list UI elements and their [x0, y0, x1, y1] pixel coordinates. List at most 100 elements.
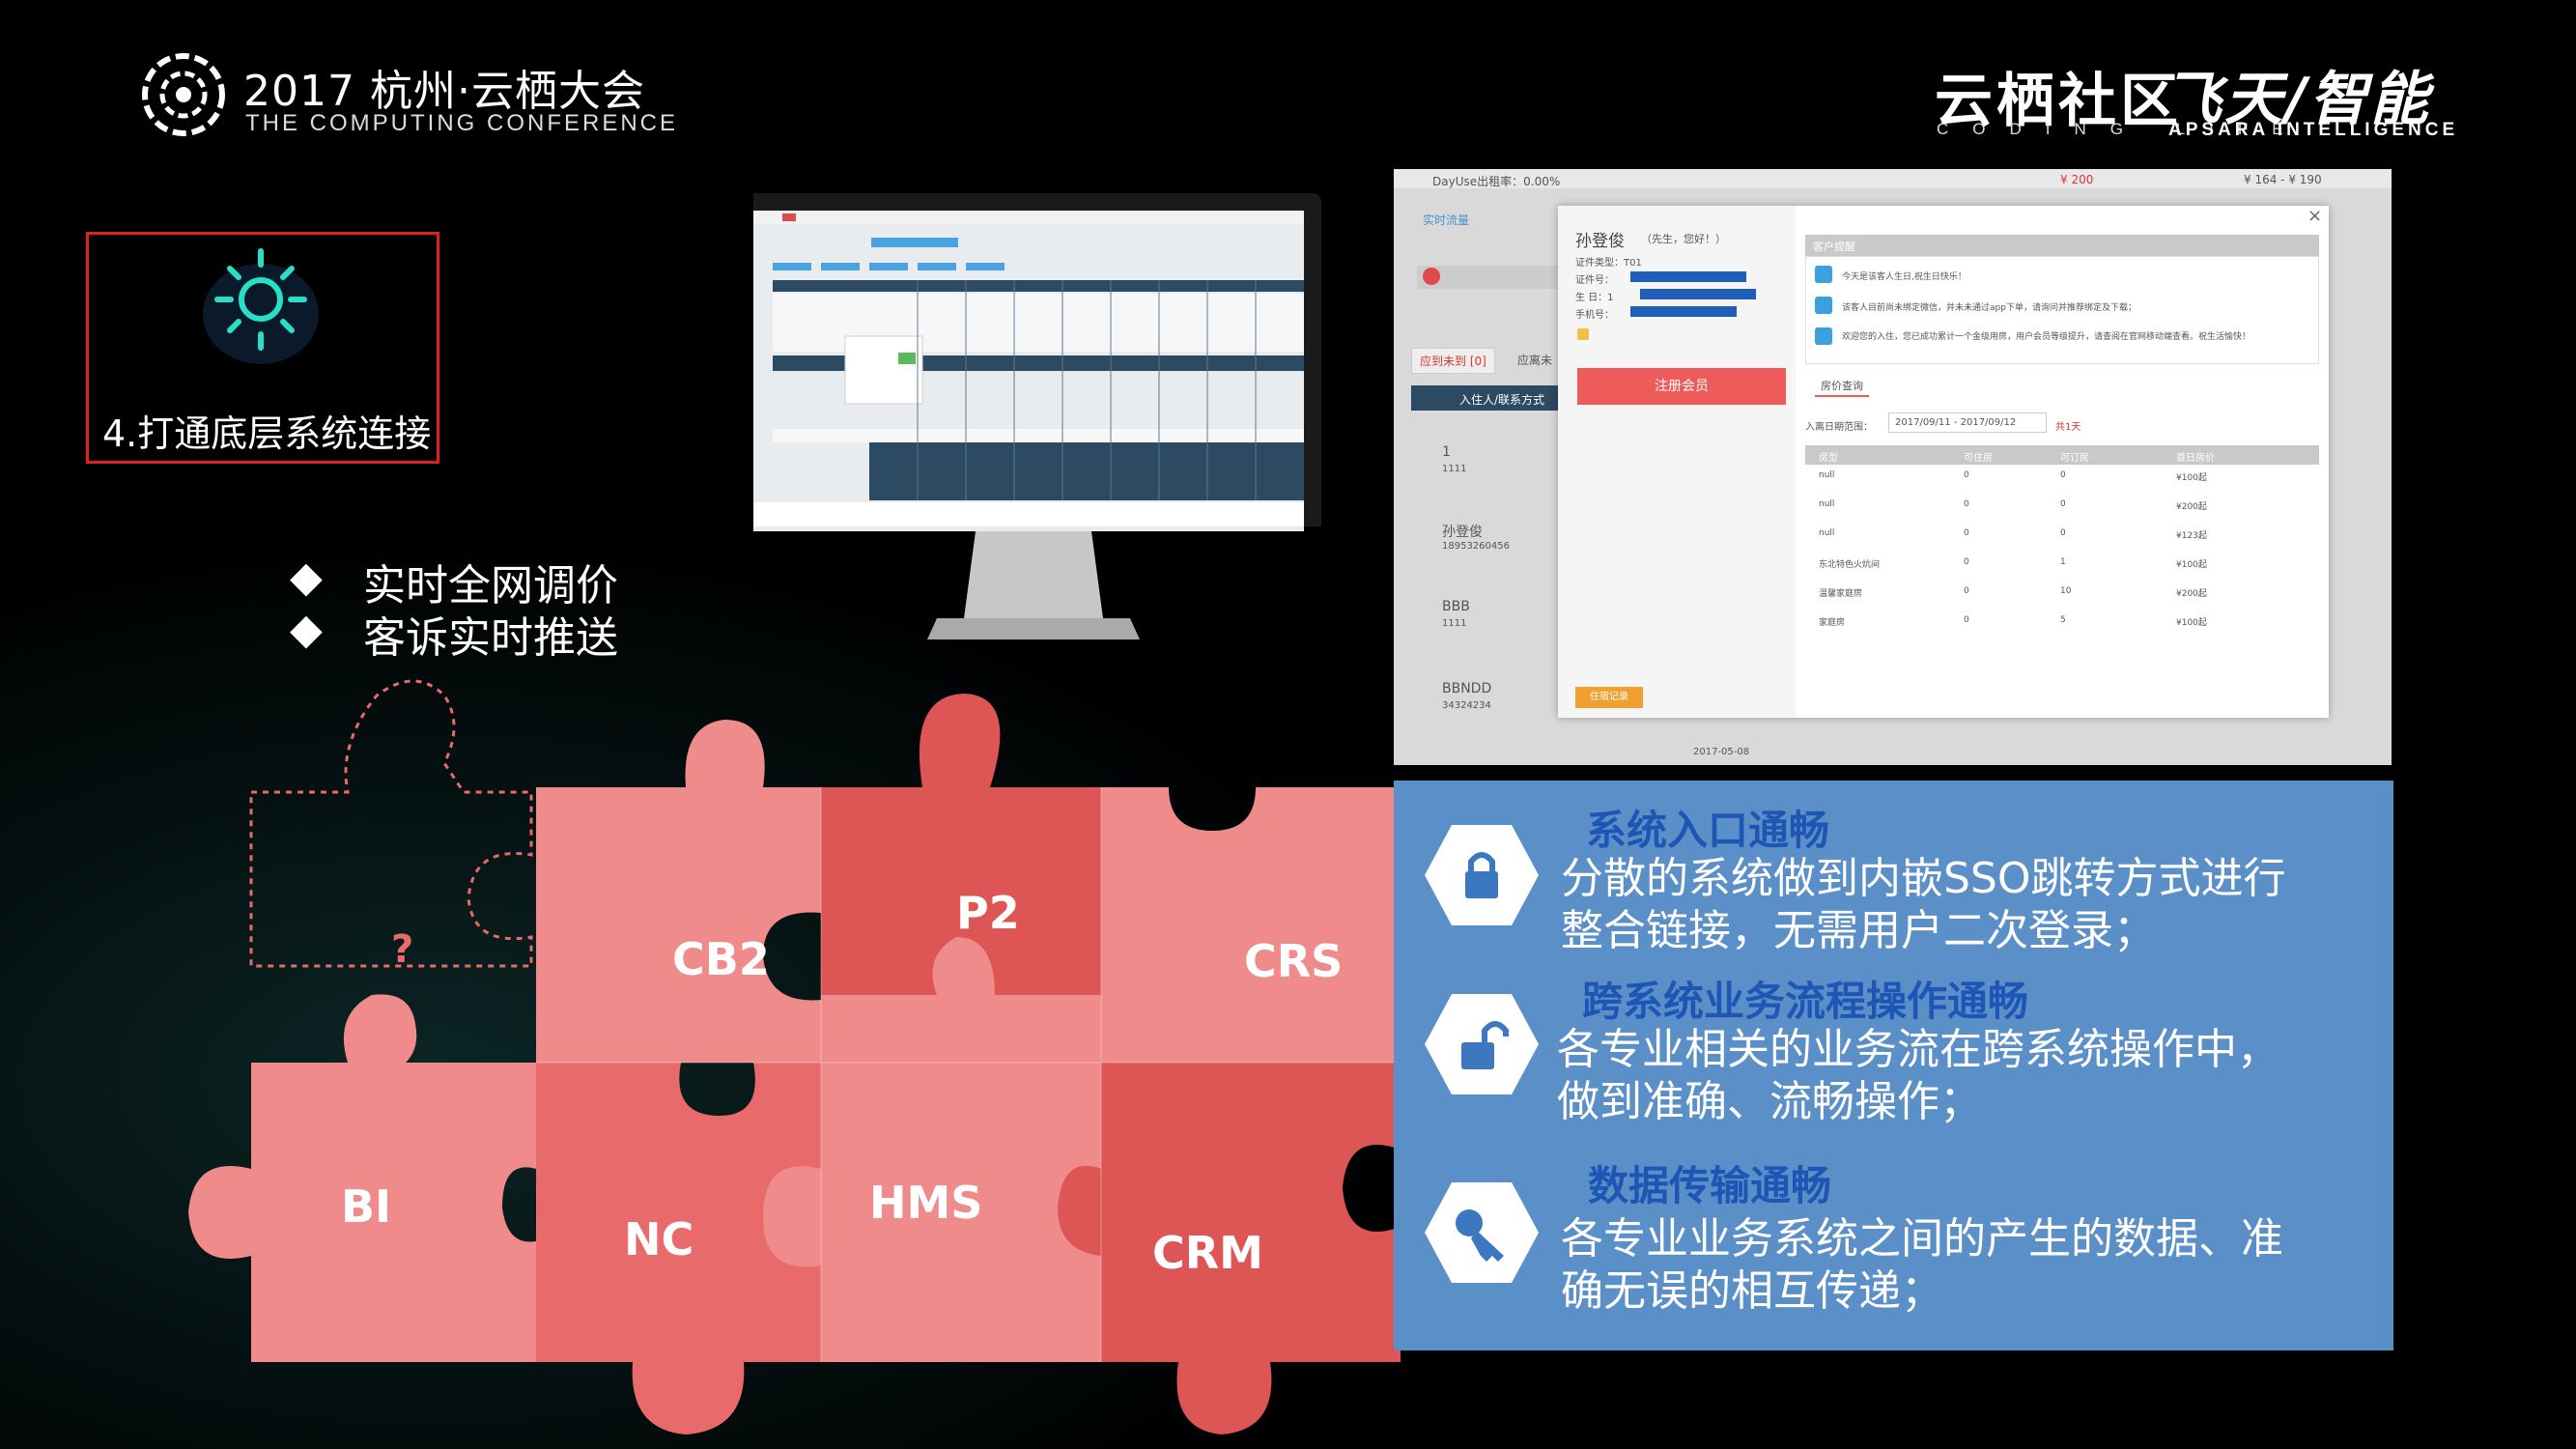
feature-title-workflow: 跨系统业务流程操作通畅: [1582, 978, 2029, 1025]
col-bookable: 可订房: [2060, 453, 2089, 464]
key-icon: [1425, 1182, 1539, 1283]
modal-id-type: 证件类型：T01: [1575, 258, 1642, 269]
room-table-cell: ¥123起: [2176, 531, 2207, 541]
puzzle-label-bi: BI: [341, 1180, 392, 1233]
modal-id-no: 证件号：: [1575, 275, 1614, 286]
tip-wechat: 该客人目前尚未绑定微信，并未未通过app下单，请询问并推荐绑定及下载；: [1842, 303, 2137, 313]
monitor-illustration: [753, 193, 1321, 639]
system-puzzle: [188, 679, 1401, 1435]
feature-body-workflow-line1: 各专业相关的业务流在跨系统操作中，: [1557, 1025, 2279, 1074]
tab-not-left[interactable]: 应离未: [1517, 354, 1553, 367]
puzzle-label-cb2: CB2: [672, 933, 770, 985]
room-table-cell: null: [1819, 470, 1835, 480]
guest-name: BBNDD: [1442, 681, 1492, 696]
room-table-cell: 0: [1964, 499, 1969, 509]
puzzle-piece-hms: [763, 937, 1101, 1362]
sun-icon: [203, 248, 319, 364]
conference-subtitle: THE COMPUTING CONFERENCE: [245, 110, 679, 136]
puzzle-piece-crs: [1101, 787, 1401, 1063]
room-table-cell: 5: [2060, 615, 2066, 625]
puzzle-piece-nc: [536, 1063, 821, 1435]
tab-room-price[interactable]: 房价查询: [1815, 376, 1869, 397]
guest-phone: 18953260456: [1442, 541, 1510, 552]
puzzle-label-p2: P2: [956, 887, 1020, 939]
app-icon: [1815, 297, 1832, 314]
feature-body-sso-line1: 分散的系统做到内嵌SSO跳转方式进行: [1561, 854, 2286, 903]
step-box: [86, 232, 439, 464]
tab-not-arrived[interactable]: 应到未到 [0]: [1411, 348, 1495, 374]
guest-phone: 1111: [1442, 618, 1467, 629]
puzzle-label-crs: CRS: [1244, 935, 1344, 987]
feature-title-sso: 系统入口通畅: [1586, 807, 1830, 854]
guest-phone: 1111: [1442, 464, 1467, 474]
vip-icon: [1815, 327, 1832, 345]
room-table-cell: ¥100起: [2176, 473, 2207, 483]
features-panel: [1394, 781, 2393, 1350]
col-first-day-price: 首日房价: [2176, 453, 2215, 464]
occupancy-rate: DayUse出租率：0.00%: [1432, 175, 1561, 188]
hotel-system-screenshot: DayUse出租率：0.00% ¥ 200 ¥ 164 - ¥ 190 实时流量…: [1394, 169, 2392, 765]
room-table-cell: 0: [1964, 528, 1969, 538]
room-table-cell: 家庭房: [1819, 618, 1846, 628]
lock-icon: [1425, 825, 1539, 925]
conference-title: 2017 杭州·云栖大会: [243, 67, 645, 116]
register-member-button[interactable]: 注册会员: [1577, 368, 1786, 405]
bullet-complaint-push: 客诉实时推送: [363, 613, 618, 663]
guest-name: 孙登俊: [1442, 525, 1483, 540]
puzzle-tab-p2: [919, 694, 1001, 787]
tip-welcome: 欢迎您的入住，您已成功累计一个金级用房，用户会员等级提升，请查阅在官网移动端查看…: [1842, 332, 2251, 342]
modal-greeting: （先生，您好！）: [1641, 233, 1726, 245]
brand-feitian-sub: APSARA INTELLIGENCE: [2168, 120, 2459, 140]
unlock-icon: [1425, 994, 1539, 1094]
feature-body-data-line2: 确无误的相互传递；: [1561, 1266, 1943, 1316]
room-table-cell: 东北特色火炕间: [1819, 560, 1881, 570]
puzzle-label-hms: HMS: [869, 1177, 983, 1229]
vip-badge-icon: [1577, 328, 1589, 340]
room-table-cell: ¥200起: [2176, 589, 2207, 599]
room-table-cell: 10: [2060, 586, 2072, 596]
puzzle-question-mark: ?: [391, 927, 414, 972]
stay-history-button[interactable]: 住宿记录: [1575, 687, 1643, 708]
guest-column-header: 入住人/联系方式: [1459, 393, 1545, 407]
puzzle-piece-crm: [1058, 1063, 1401, 1435]
puzzle-piece-cb2: [536, 720, 821, 1063]
realtime-flow-title: 实时流量: [1423, 213, 1470, 227]
bullet-realtime-pricing: 实时全网调价: [363, 561, 618, 611]
puzzle-label-nc: NC: [624, 1213, 694, 1265]
room-table-cell: ¥100起: [2176, 618, 2207, 628]
room-table-cell: 0: [2060, 470, 2066, 480]
top-price-2: ¥ 164 - ¥ 190: [2244, 173, 2322, 186]
brand-community-sub: CODING LIFE: [1937, 120, 2307, 138]
room-table-cell: 0: [1964, 470, 1969, 480]
room-table-cell: ¥200起: [2176, 502, 2207, 512]
guest-name: 1: [1442, 444, 1451, 460]
modal-close-icon[interactable]: ×: [2307, 206, 2323, 226]
conference-logo: [142, 53, 225, 136]
step-label: 4.打通底层系统连接: [102, 412, 432, 455]
room-table-cell: 0: [2060, 528, 2066, 538]
tip-birthday: 今天是该客人生日,祝生日快乐！: [1842, 272, 1967, 282]
nights-count: 共1天: [2055, 422, 2081, 433]
top-price-1: ¥ 200: [2060, 173, 2094, 186]
date-range-input[interactable]: 2017/09/11 - 2017/09/12: [1888, 412, 2047, 433]
room-table-cell: null: [1819, 528, 1835, 538]
room-table-cell: 0: [1964, 586, 1969, 596]
brand-community: 云栖社区: [1935, 68, 2182, 135]
guest-name: BBB: [1442, 599, 1470, 614]
puzzle-piece-p2: [821, 705, 1101, 995]
room-table-cell: ¥100起: [2176, 560, 2207, 570]
feature-body-data-line1: 各专业业务系统之间的产生的数据、准: [1561, 1214, 2283, 1264]
guest-modal: 孙登俊 （先生，您好！） 证件类型：T01 证件号： 生 日：1 手机号： 注册…: [1558, 206, 2329, 718]
room-table-cell: 0: [1964, 557, 1969, 567]
brand-feitian: 飞天/智能: [2164, 66, 2431, 133]
puzzle-piece-bi: [188, 994, 536, 1362]
feature-body-workflow-line2: 做到准确、流畅操作；: [1557, 1077, 1982, 1126]
modal-guest-name: 孙登俊: [1575, 232, 1625, 251]
room-table-cell: 0: [2060, 499, 2066, 509]
feature-title-data: 数据传输通畅: [1588, 1162, 1832, 1209]
col-room-type: 房型: [1819, 453, 1838, 464]
room-table-cell: 温馨家庭房: [1819, 589, 1863, 599]
missing-piece-outline: [249, 679, 533, 968]
room-table-cell: null: [1819, 499, 1835, 509]
bullet-diamond-icon: ◆: [290, 553, 323, 602]
